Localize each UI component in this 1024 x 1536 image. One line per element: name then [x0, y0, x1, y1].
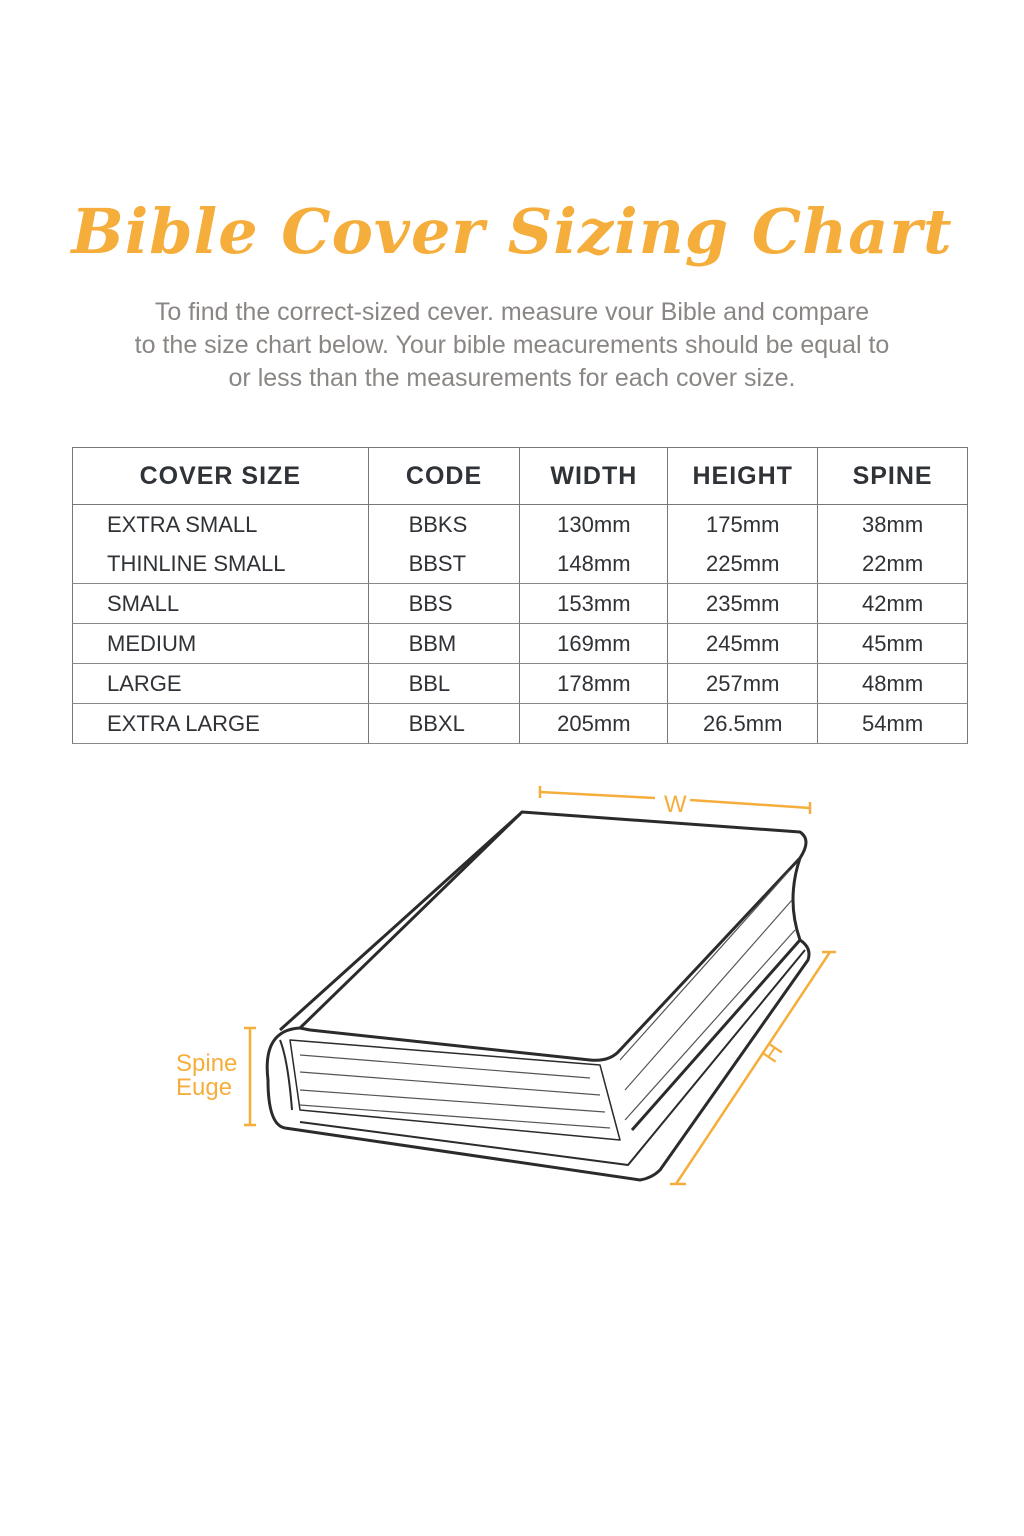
header-cover-size: COVER SIZE: [72, 447, 369, 505]
book-pages: [289, 1039, 621, 1141]
height-dimension-line: [670, 950, 836, 1186]
code-cell: BBM: [367, 623, 521, 664]
spine-dimension-line: [244, 1026, 256, 1127]
height-cell: 26.5mm: [667, 703, 819, 744]
code-cell: BBL: [367, 663, 521, 704]
width-label: W: [664, 791, 687, 818]
intro-text: To find the correct-sized cever. measure…: [60, 296, 964, 395]
width-cell: 169mm: [519, 623, 669, 664]
size-chart-table: COVER SIZE CODE WIDTH HEIGHT SPINE EXTRA…: [72, 447, 968, 744]
header-code: CODE: [367, 447, 521, 505]
intro-line: To find the correct-sized cever. measure…: [154, 298, 870, 326]
cover-size-cell: MEDIUM: [72, 623, 369, 664]
code-cell: BBST: [367, 544, 521, 584]
book-spine: [265, 938, 811, 1182]
cover-size-cell: EXTRA LARGE: [72, 703, 369, 744]
code-cell: BBKS: [367, 504, 521, 544]
table-header-row: COVER SIZE CODE WIDTH HEIGHT SPINE: [72, 447, 968, 505]
cover-size-cell: SMALL: [72, 583, 369, 624]
page-title: Bible Cover Sizing Chart: [71, 195, 953, 268]
width-dimension-line: [538, 786, 812, 814]
spine-cell: 48mm: [817, 663, 968, 704]
width-cell: 130mm: [519, 504, 669, 544]
spine-cell: 42mm: [817, 583, 968, 624]
book-diagram: W H Spine Euge: [176, 786, 836, 1186]
header-width: WIDTH: [519, 447, 669, 505]
code-cell: BBXL: [367, 703, 521, 744]
width-cell: 153mm: [519, 583, 669, 624]
intro-line: to the size chart below. Your bible meac…: [134, 331, 890, 359]
cover-size-cell: EXTRA SMALL: [72, 504, 369, 544]
code-cell: BBS: [367, 583, 521, 624]
header-height: HEIGHT: [667, 447, 819, 505]
cover-size-cell: LARGE: [72, 663, 369, 704]
spine-cell: 54mm: [817, 703, 968, 744]
spine-cell: 38mm: [817, 504, 968, 544]
height-cell: 235mm: [667, 583, 819, 624]
width-cell: 205mm: [519, 703, 669, 744]
height-cell: 175mm: [667, 504, 819, 544]
height-cell: 245mm: [667, 623, 819, 664]
spine-label: Spine: [176, 1050, 237, 1077]
header-spine: SPINE: [817, 447, 968, 505]
book-cover-edge: [278, 812, 802, 1131]
width-cell: 148mm: [519, 544, 669, 584]
book-cover-top: [298, 810, 808, 1062]
height-cell: 225mm: [667, 544, 819, 584]
width-cell: 178mm: [519, 663, 669, 704]
intro-line: or less than the measurements for each c…: [228, 364, 796, 392]
height-label: H: [756, 1038, 788, 1067]
cover-size-cell: THINLINE SMALL: [72, 544, 369, 584]
spine-label: Euge: [176, 1074, 232, 1101]
height-cell: 257mm: [667, 663, 819, 704]
spine-cell: 45mm: [817, 623, 968, 664]
spine-cell: 22mm: [817, 544, 968, 584]
